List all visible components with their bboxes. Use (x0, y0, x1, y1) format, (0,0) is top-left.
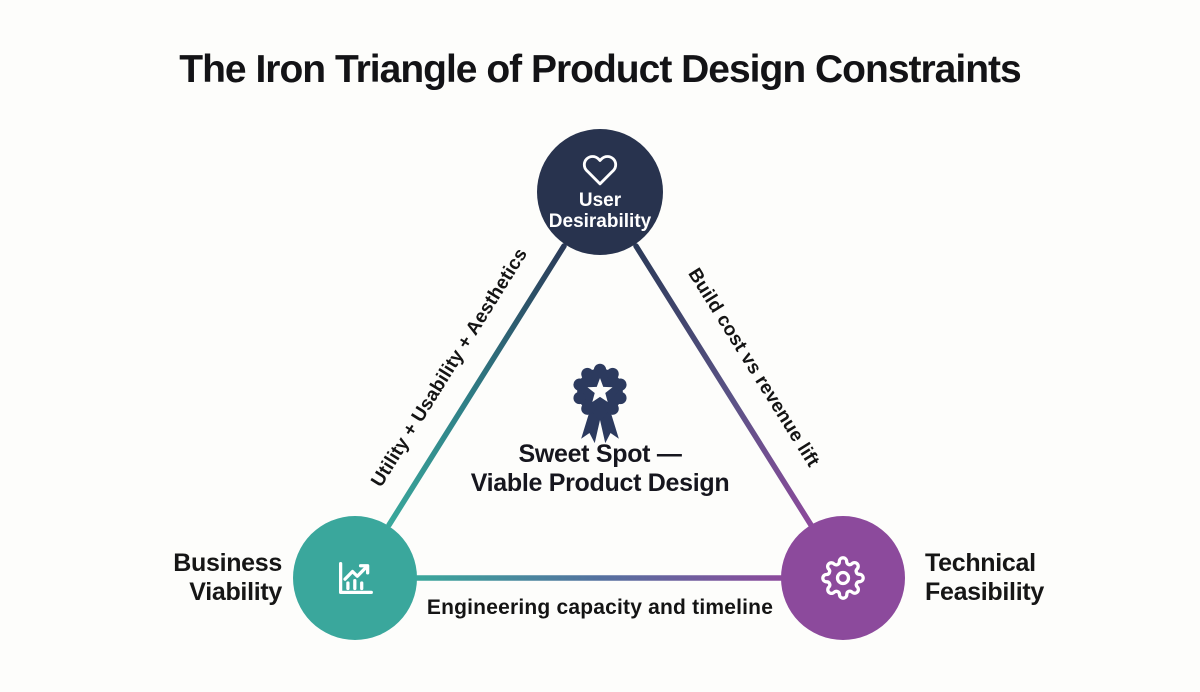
page-title: The Iron Triangle of Product Design Cons… (179, 48, 1021, 91)
edge-label-bottom: Engineering capacity and timeline (426, 596, 774, 619)
label-line2: Feasibility (925, 578, 1044, 606)
node-technical-feasibility (781, 516, 905, 640)
label-business-viability: Business Viability (60, 549, 282, 607)
node-label-line1: User (578, 190, 622, 211)
node-user-desirability: User Desirability (537, 129, 663, 255)
node-label: User Desirability (549, 190, 651, 232)
bar-chart-trend-icon (332, 555, 378, 601)
award-badge-icon (573, 363, 627, 444)
sweet-spot-caption: Sweet Spot — Viable Product Design (350, 440, 850, 498)
heart-icon (581, 152, 619, 188)
label-line1: Business (173, 549, 282, 577)
edge-left-line (386, 243, 567, 528)
sweet-spot-line2: Viable Product Design (470, 469, 730, 497)
gear-icon (821, 556, 865, 600)
node-label-line2: Desirability (548, 211, 652, 232)
node-business-viability (293, 516, 417, 640)
sweet-spot-line1: Sweet Spot — (518, 440, 682, 468)
edge-right-line (633, 243, 814, 528)
label-line2: Viability (189, 578, 282, 606)
label-line1: Technical (925, 549, 1036, 577)
label-technical-feasibility: Technical Feasibility (925, 549, 1165, 607)
